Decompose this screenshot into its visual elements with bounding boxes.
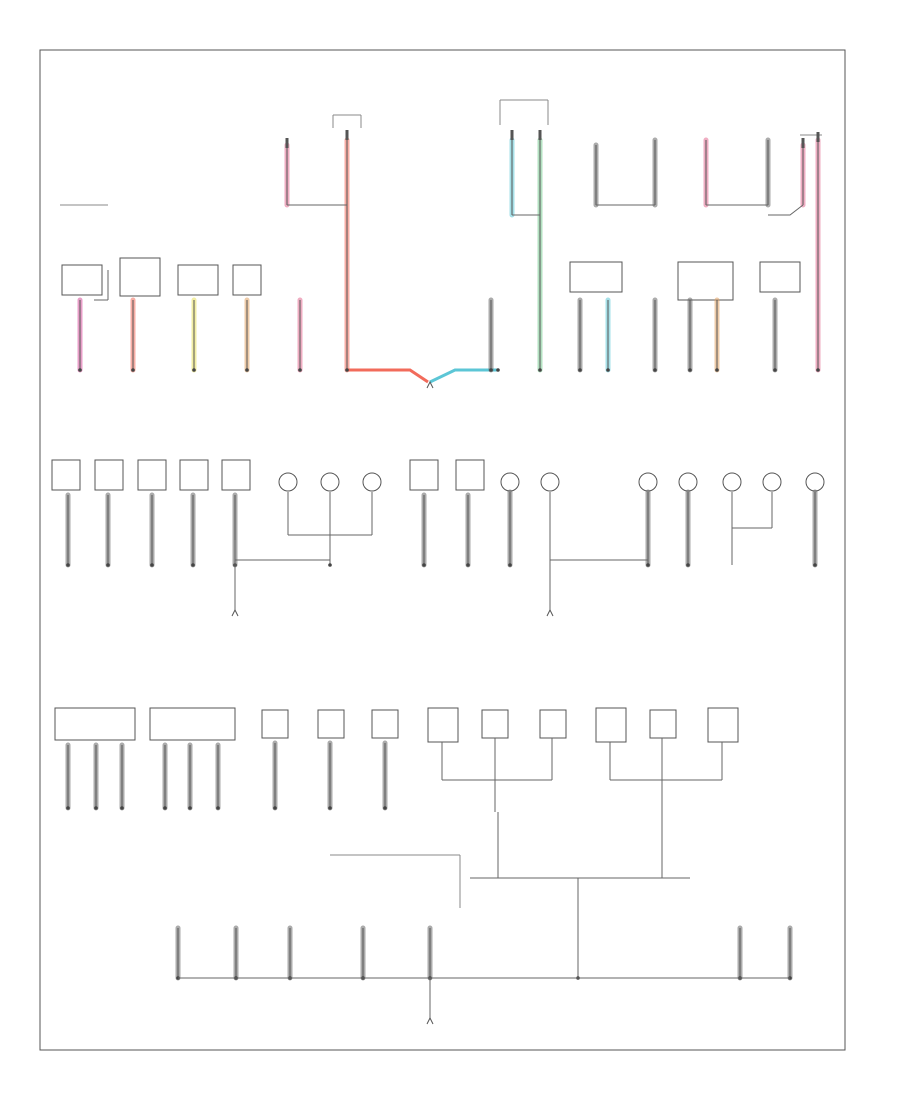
splice-dot [163,806,167,810]
splice-dot [606,368,610,372]
component-box [707,707,739,743]
splice-dot [715,368,719,372]
component-box [539,709,567,739]
ground-symbol [546,608,554,617]
lamp-symbol [722,472,742,492]
splice-dot [653,368,657,372]
splice-dot [816,368,820,372]
splice-dot [538,368,542,372]
splice-dot [245,368,249,372]
red-wire-run [347,368,429,384]
component-box [94,459,124,491]
splice-dot [78,368,82,372]
splice-dot [94,806,98,810]
connector-pin [345,130,349,140]
lamp-symbol [362,472,382,492]
component-box [149,707,236,741]
splice-dot [773,368,777,372]
component-box [595,707,627,743]
component-box [261,709,289,739]
splice-dot [66,806,70,810]
splice-dot [191,563,195,567]
lamp-symbol [638,472,658,492]
lamp-symbol [762,472,782,492]
component-box [677,261,734,301]
component-box [179,459,209,491]
splice-dot [383,806,387,810]
splice-dot [216,806,220,810]
component-box [232,264,262,296]
ground-symbol [426,1016,434,1025]
splice-dot [120,806,124,810]
component-box [759,261,801,293]
component-box [54,707,136,741]
splice-dot [106,563,110,567]
component-box [481,709,509,739]
splice-dot [686,563,690,567]
connector-pin [801,138,805,148]
splice-dot [150,563,154,567]
cyan-wire-run [429,368,498,384]
component-box [61,264,103,296]
lamp-symbol [278,472,298,492]
wire-junction [768,204,804,216]
ground-symbol [426,380,434,389]
component-box [317,709,345,739]
ground-symbol [231,608,239,617]
splice-dot [188,806,192,810]
component-box [177,264,219,296]
splice-dot [578,368,582,372]
component-box [221,459,251,491]
lamp-symbol [678,472,698,492]
component-box [371,709,399,739]
splice-dot [66,563,70,567]
lamp-symbol [540,472,560,492]
connector-pin [285,138,289,148]
splice-dot [328,563,332,567]
connector-pin [538,130,542,140]
splice-dot [489,368,493,372]
splice-dot [298,368,302,372]
splice-dot [328,806,332,810]
splice-dot [422,563,426,567]
splice-dot [646,563,650,567]
component-box [455,459,485,491]
splice-dot [496,368,500,372]
splice-dot [688,368,692,372]
component-box [409,459,439,491]
component-box [649,709,677,739]
splice-dot [273,806,277,810]
component-box [137,459,167,491]
connector-pin [510,130,514,140]
splice-dot [345,368,349,372]
component-box [119,257,161,297]
splice-dot [192,368,196,372]
lamp-symbol [320,472,340,492]
diagram-frame [39,49,846,1051]
splice-dot [131,368,135,372]
component-box [569,261,623,293]
splice-dot [508,563,512,567]
splice-dot [466,563,470,567]
component-box [51,459,81,491]
connector-pin [816,132,820,142]
lamp-symbol [805,472,825,492]
splice-dot [813,563,817,567]
component-box [427,707,459,743]
lamp-symbol [500,472,520,492]
